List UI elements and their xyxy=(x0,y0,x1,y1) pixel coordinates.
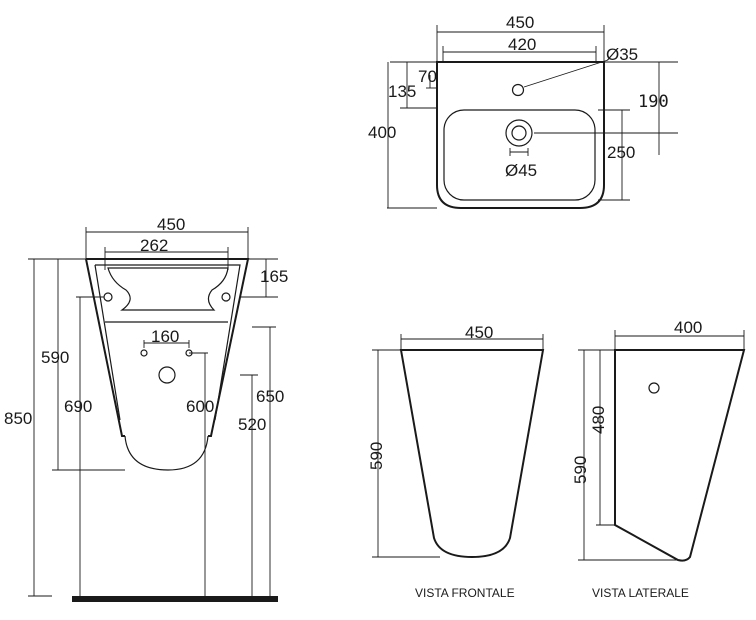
drain-inner xyxy=(511,125,527,141)
side-dim-480: 480 xyxy=(589,406,608,434)
side-dim-400: 400 xyxy=(674,318,702,337)
tap-hole xyxy=(511,83,525,97)
top-dim-dia45: Ø45 xyxy=(505,161,537,180)
inst-dim-262: 262 xyxy=(140,236,168,255)
inst-dim-590: 590 xyxy=(41,348,69,367)
drain-outer xyxy=(505,119,533,147)
installation-bowl xyxy=(124,435,209,471)
top-dim-450: 450 xyxy=(506,13,534,32)
inst-dim-165: 165 xyxy=(260,267,288,286)
top-dim-135: 135 xyxy=(388,82,416,101)
inst-dim-160: 160 xyxy=(151,327,179,346)
wall-hole-left xyxy=(103,292,113,302)
inst-dim-520: 520 xyxy=(238,415,266,434)
front-view-outline xyxy=(399,349,545,559)
side-view-outline xyxy=(614,349,746,562)
installation-drain xyxy=(158,366,176,384)
inst-dim-450: 450 xyxy=(157,215,185,234)
top-dim-420: 420 xyxy=(508,35,536,54)
front-view: 450 590 VISTA FRONTALE xyxy=(367,323,545,600)
installation-view: 450 262 165 160 850 590 690 600 xyxy=(4,215,288,602)
inst-dim-650: 650 xyxy=(256,387,284,406)
top-dim-400: 400 xyxy=(368,123,396,142)
top-view-basin-outline xyxy=(436,61,605,209)
front-dim-590: 590 xyxy=(367,442,386,470)
side-view: 400 480 590 VISTA LATERALE xyxy=(571,318,746,600)
front-dim-450: 450 xyxy=(465,323,493,342)
top-view-bowl xyxy=(443,109,596,201)
front-view-caption: VISTA FRONTALE xyxy=(415,586,515,600)
side-dim-590: 590 xyxy=(571,456,590,484)
inst-dim-600: 600 xyxy=(186,397,214,416)
inst-dim-690: 690 xyxy=(64,397,92,416)
inst-dim-850: 850 xyxy=(4,409,32,428)
top-dim-250: 250 xyxy=(607,143,635,162)
side-view-hole xyxy=(648,382,660,394)
top-view: 450 420 Ø35 190 250 Ø45 400 13 xyxy=(368,13,678,209)
installation-basin-outline xyxy=(85,258,250,437)
top-dim-dia35: Ø35 xyxy=(606,45,638,64)
floor-line xyxy=(72,596,278,602)
fixing-hole-left xyxy=(140,349,148,357)
wall-hole-right xyxy=(221,292,231,302)
side-view-caption: VISTA LATERALE xyxy=(592,586,689,600)
top-dim-70: 70 xyxy=(418,67,437,86)
top-dim-190: 190 xyxy=(638,92,669,112)
installation-upper-cavity xyxy=(107,267,229,311)
